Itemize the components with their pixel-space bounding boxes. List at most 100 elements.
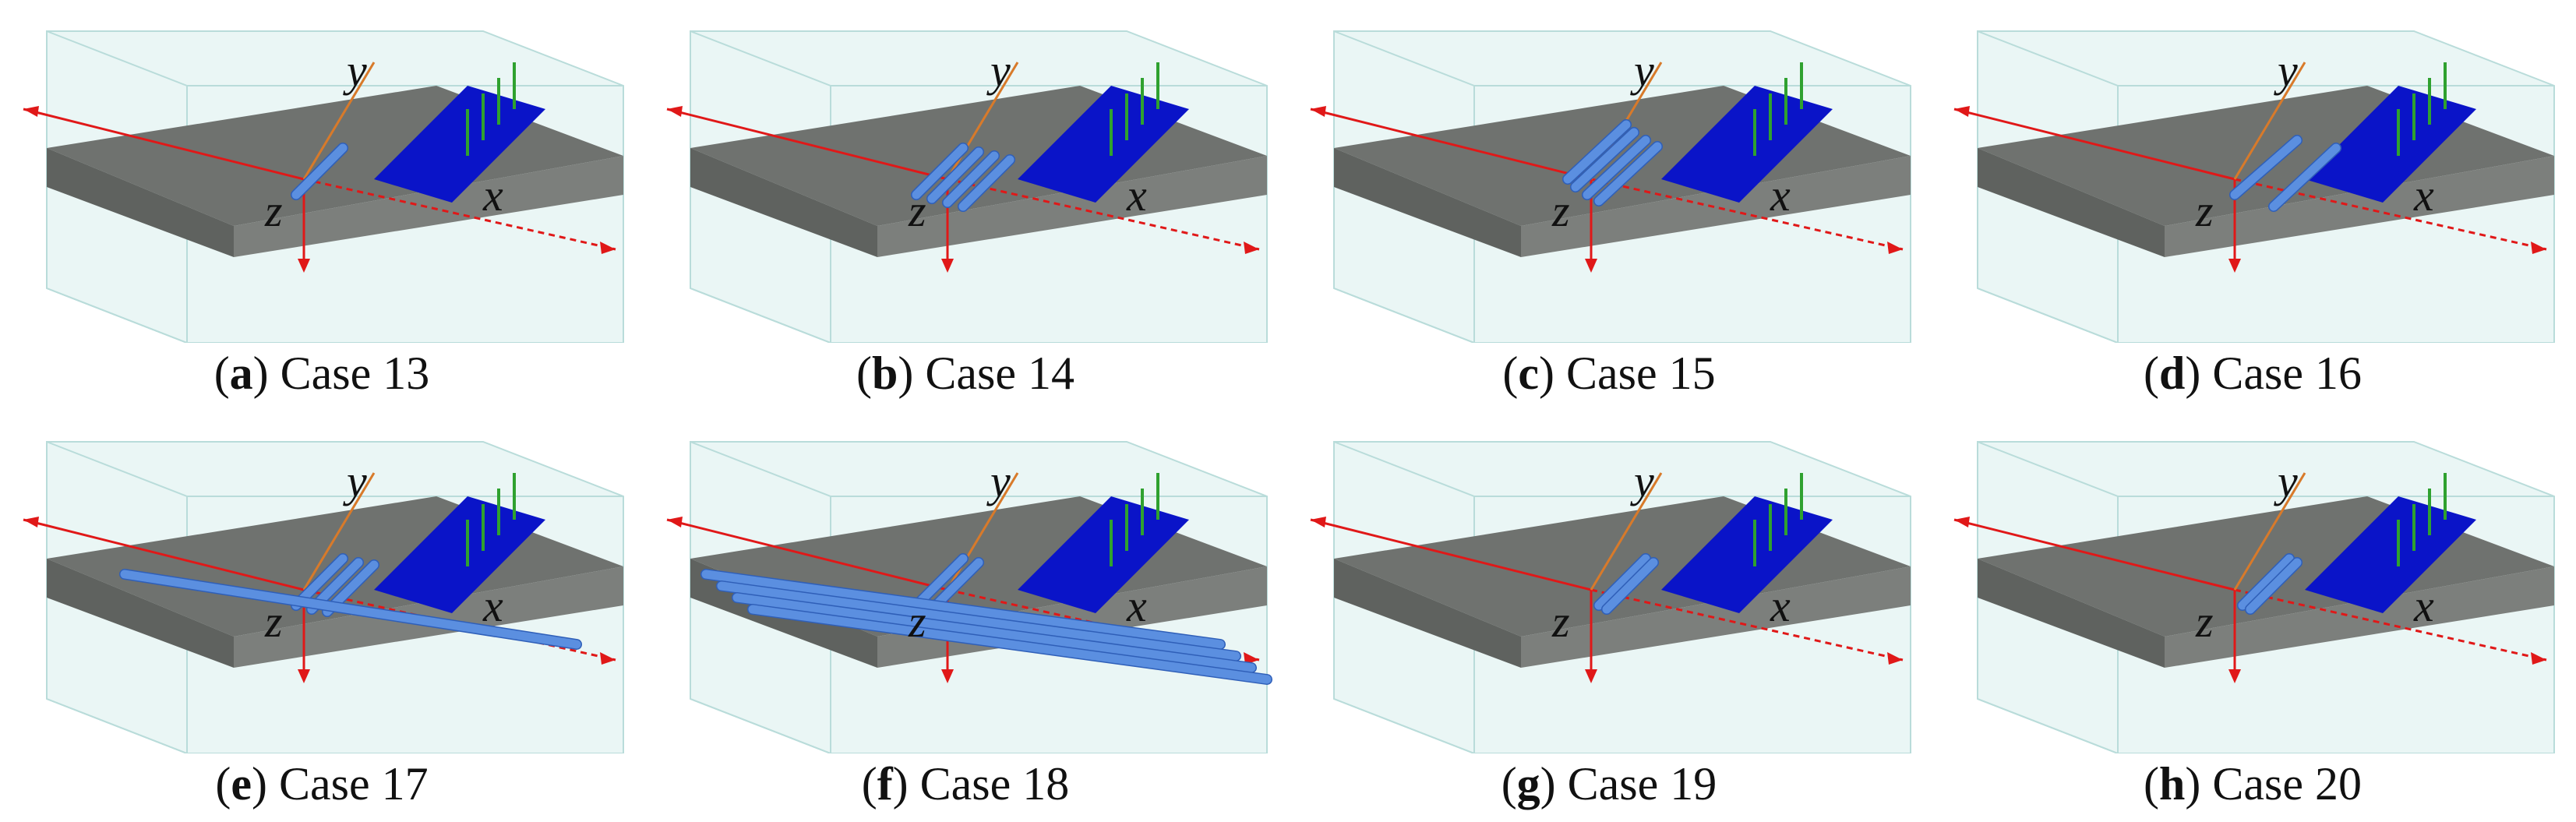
x-axis-negative xyxy=(666,108,948,181)
caption-letter: e xyxy=(231,758,252,810)
model-view: x y z xyxy=(23,441,624,753)
axis-label-x: x xyxy=(1770,580,1791,631)
x-axis-arrow-left xyxy=(1311,106,1326,117)
pipe xyxy=(958,155,1015,211)
axis-label-z: z xyxy=(908,185,926,236)
domain-box-edge xyxy=(690,288,1267,343)
ground-side xyxy=(877,156,1267,257)
x-axis-arrow-left xyxy=(23,517,39,527)
model-view: x y z xyxy=(23,30,624,343)
pipe xyxy=(2238,554,2294,610)
axis-label-x: x xyxy=(482,580,503,631)
axis-label-y: y xyxy=(1630,456,1654,506)
pipe xyxy=(1594,142,1662,206)
x-axis-dashed xyxy=(2234,588,2547,661)
caption-letter: h xyxy=(2158,758,2186,810)
ground-front xyxy=(47,148,234,257)
x-axis-negative xyxy=(1310,108,1592,181)
caption-case: Case 15 xyxy=(1565,347,1716,399)
caption-case: Case 18 xyxy=(919,758,1070,810)
model-view: xyz xyxy=(1953,441,2555,753)
pipe xyxy=(912,143,968,199)
y-axis xyxy=(946,472,1019,591)
x-axis-arrow xyxy=(1244,242,1259,254)
x-axis-arrow xyxy=(2531,652,2546,665)
caption-case: Case 16 xyxy=(2212,347,2362,399)
x-axis-arrow xyxy=(2531,242,2546,254)
z-axis-arrow xyxy=(1585,669,1597,683)
axis-label-x: x xyxy=(482,170,503,220)
domain-box-edge xyxy=(1977,698,2554,753)
axis-label-z: z xyxy=(1551,596,1570,647)
axis-label-y: y xyxy=(343,456,367,506)
foundation-plate xyxy=(2305,86,2476,203)
axis-label-x: x xyxy=(1126,170,1147,220)
axis-label-z: z xyxy=(2195,185,2214,236)
caption-c: (c) Case 15 xyxy=(1502,347,1716,399)
pipe xyxy=(1563,120,1631,184)
foundation-plate xyxy=(1661,86,1833,203)
x-axis-dashed xyxy=(303,178,616,251)
z-axis-arrow xyxy=(941,669,954,683)
pipe xyxy=(943,151,999,207)
pipe xyxy=(701,570,1225,649)
axis-label-y: y xyxy=(986,456,1011,506)
caption-letter: d xyxy=(2158,347,2186,399)
x-axis-dashed xyxy=(303,588,616,661)
pipe xyxy=(717,581,1240,661)
ground-front xyxy=(690,148,877,257)
axis-label-z: z xyxy=(2195,596,2214,647)
axis-label-x: x xyxy=(2413,170,2434,220)
ground-side xyxy=(2165,566,2554,668)
domain-box-edge xyxy=(1333,288,1911,343)
pipe xyxy=(748,605,1272,684)
axis-label-y: y xyxy=(343,45,367,96)
ground-side xyxy=(234,156,623,257)
x-axis-arrow-left xyxy=(23,106,39,117)
y-axis xyxy=(2233,62,2306,180)
pipe xyxy=(912,554,968,610)
x-axis-arrow-left xyxy=(667,517,683,527)
axis-label-z: z xyxy=(264,185,283,236)
domain-box-edge xyxy=(1977,288,2554,343)
y-axis xyxy=(302,62,376,180)
axis-label-y: y xyxy=(986,45,1011,96)
caption-d: (d) Case 16 xyxy=(2144,347,2362,399)
caption-case: Case 20 xyxy=(2212,758,2362,810)
axis-label-x: x xyxy=(2413,580,2434,631)
foundation-plate xyxy=(374,86,545,203)
x-axis-arrow xyxy=(600,652,616,665)
foundation-plate xyxy=(374,496,545,613)
axis-label-z: z xyxy=(1551,185,1570,236)
caption-letter: b xyxy=(871,347,898,399)
foundation-plate xyxy=(1018,496,1189,613)
x-axis-dashed xyxy=(947,178,1260,251)
foundation-plate xyxy=(1661,496,1833,613)
x-axis-arrow-left xyxy=(667,106,683,117)
caption-letter: f xyxy=(877,758,893,810)
pipe xyxy=(1602,558,1658,614)
ground-front xyxy=(1334,148,1521,257)
domain-box-edge xyxy=(690,698,1267,753)
pipe xyxy=(1594,554,1650,610)
foundation-plate xyxy=(2305,496,2476,613)
axis-label-z: z xyxy=(264,596,283,647)
x-axis-dashed xyxy=(2234,178,2547,251)
x-axis-arrow xyxy=(1887,242,1903,254)
pipe xyxy=(2269,143,2341,211)
ground-front xyxy=(1978,559,2165,668)
caption-case: Case 14 xyxy=(925,347,1075,399)
axis-label-z: z xyxy=(908,596,926,647)
x-axis-negative xyxy=(23,108,305,181)
domain-box-edge xyxy=(46,288,623,343)
z-axis-arrow xyxy=(2228,669,2241,683)
ground-front xyxy=(1334,559,1521,668)
z-axis-arrow xyxy=(298,669,310,683)
x-axis-negative xyxy=(23,518,305,591)
pipe xyxy=(1583,136,1650,199)
pipe xyxy=(291,143,348,199)
